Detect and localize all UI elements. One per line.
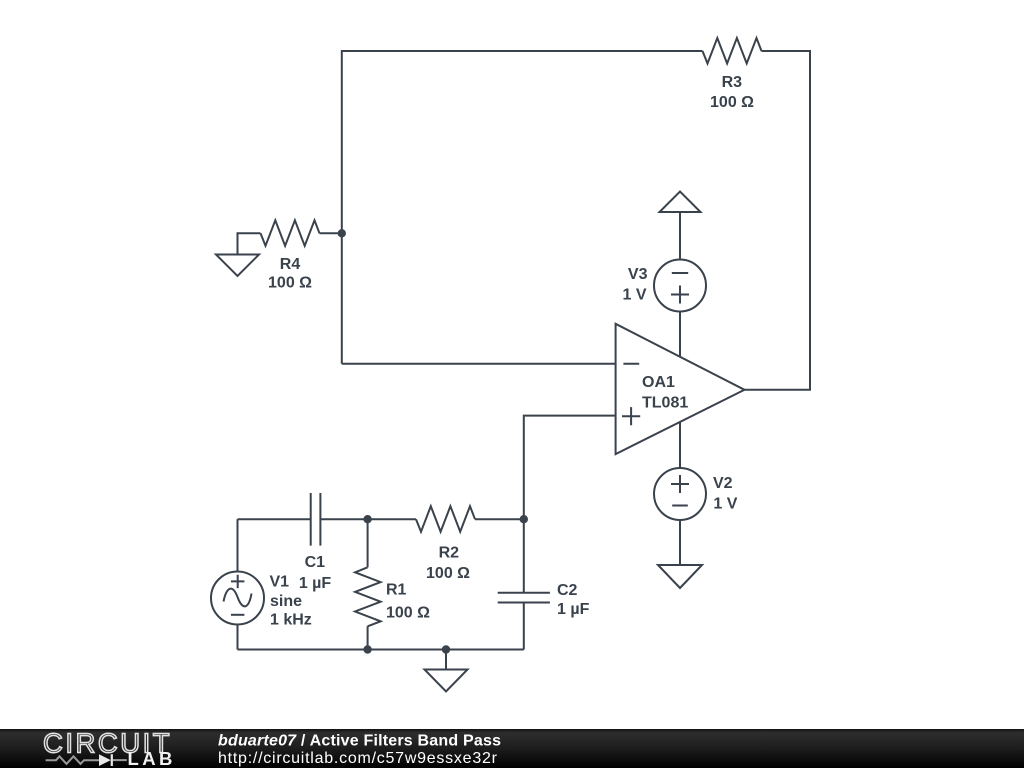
svg-text:V1: V1 xyxy=(270,574,290,591)
svg-text:V2: V2 xyxy=(713,475,733,492)
svg-text:1 µF: 1 µF xyxy=(299,575,332,592)
svg-text:R4: R4 xyxy=(280,256,301,273)
svg-text:100 Ω: 100 Ω xyxy=(426,565,470,582)
svg-text:bduarte07 / Active Filters Ban: bduarte07 / Active Filters Band Pass xyxy=(218,733,501,750)
svg-text:C1: C1 xyxy=(305,554,326,571)
svg-text:CIRCUIT: CIRCUIT xyxy=(43,728,172,759)
svg-text:V3: V3 xyxy=(628,266,648,283)
svg-text:1 V: 1 V xyxy=(713,496,737,513)
svg-text:R1: R1 xyxy=(386,582,407,599)
svg-text:100 Ω: 100 Ω xyxy=(386,605,430,622)
svg-text:C2: C2 xyxy=(557,582,578,599)
svg-text:OA1: OA1 xyxy=(642,374,675,391)
svg-text:1 kHz: 1 kHz xyxy=(270,612,312,629)
svg-text:R2: R2 xyxy=(439,545,460,562)
svg-text:R3: R3 xyxy=(722,74,743,91)
svg-text:TL081: TL081 xyxy=(642,395,688,412)
svg-text:1 V: 1 V xyxy=(622,287,646,304)
svg-text:1 µF: 1 µF xyxy=(557,601,590,618)
svg-text:sine: sine xyxy=(270,593,302,610)
svg-text:100 Ω: 100 Ω xyxy=(710,94,754,111)
svg-text:100 Ω: 100 Ω xyxy=(268,275,312,292)
svg-text:LAB: LAB xyxy=(128,748,176,768)
svg-text:http://circuitlab.com/c57w9ess: http://circuitlab.com/c57w9essxe32r xyxy=(218,750,498,767)
